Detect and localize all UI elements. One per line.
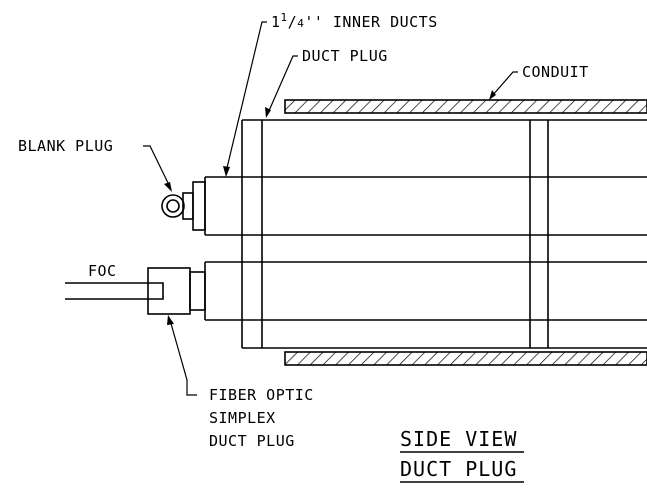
conduit-top-wall	[284, 99, 647, 114]
conduit-bottom-wall	[284, 351, 647, 366]
label-blank-plug: BLANK PLUG	[18, 137, 113, 155]
title-side-view: SIDE VIEW	[400, 427, 517, 451]
label-fiber-optic-line3: DUCT PLUG	[209, 432, 295, 450]
label-conduit: CONDUIT	[522, 63, 589, 81]
drawing-title: SIDE VIEW DUCT PLUG	[400, 427, 524, 483]
conduit	[284, 99, 647, 366]
leader-lines	[143, 21, 518, 396]
label-fiber-optic-line1: FIBER OPTIC	[209, 386, 314, 404]
title-duct-plug: DUCT PLUG	[400, 457, 517, 481]
inner-duct-upper	[204, 176, 647, 236]
label-fiber-optic-line2: SIMPLEX	[209, 409, 276, 427]
duct-plug-body	[241, 119, 647, 349]
blank-plug	[161, 181, 206, 231]
fiber-optic-simplex-duct-plug	[147, 267, 206, 315]
label-foc: FOC	[88, 262, 117, 280]
inner-duct-lower	[204, 261, 647, 321]
label-inner-ducts: 11/4'' INNER DUCTS	[271, 11, 438, 31]
foc-cable	[65, 282, 148, 300]
label-duct-plug: DUCT PLUG	[302, 47, 388, 65]
